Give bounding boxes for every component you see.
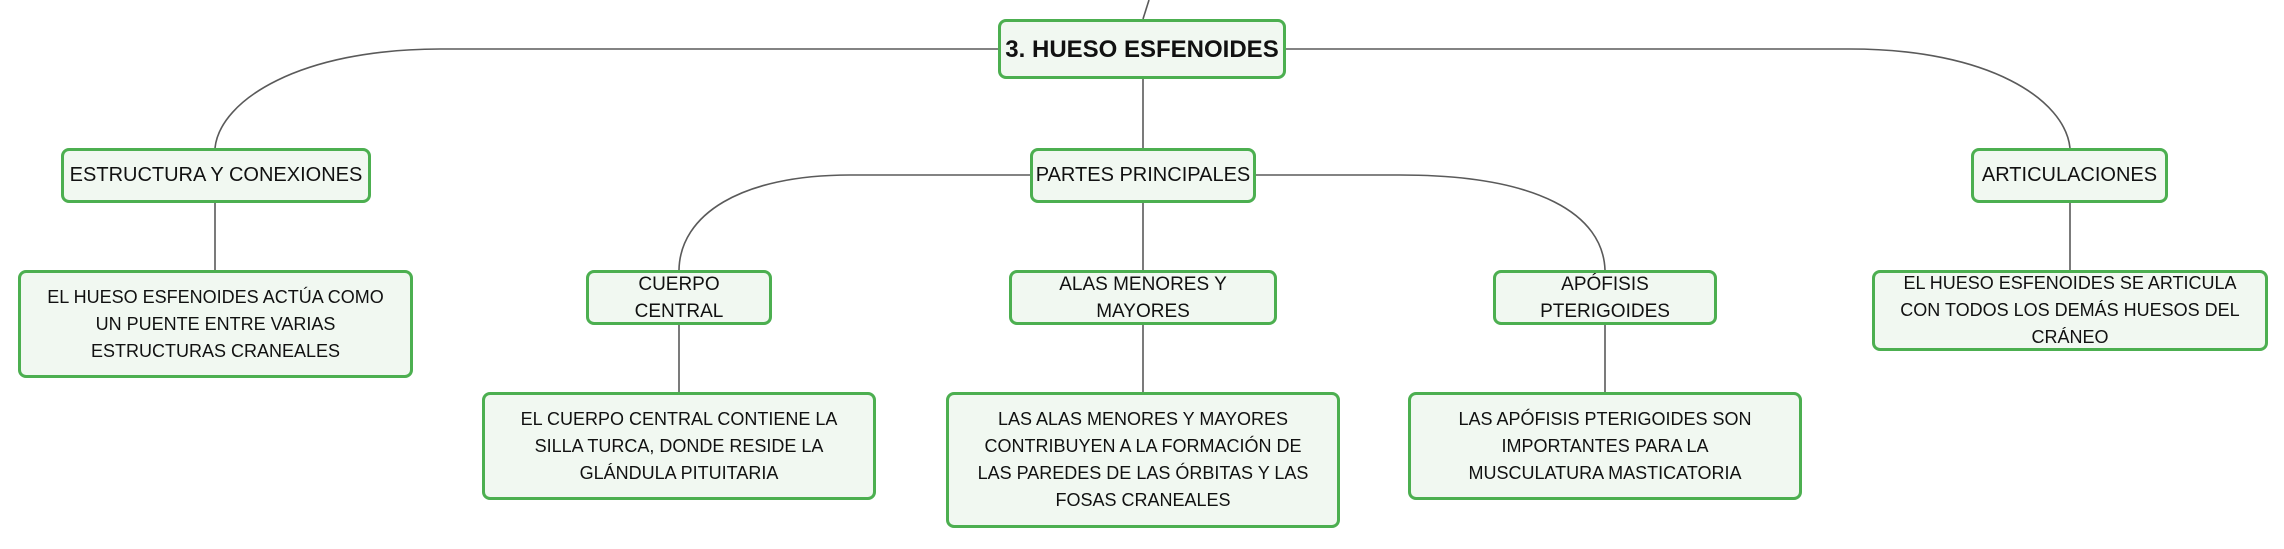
- description-articulations-text: EL HUESO ESFENOIDES SE ARTICULA CON TODO…: [1900, 273, 2240, 347]
- connector-parts-body: [678, 174, 1030, 271]
- topic-articulations-label: ARTICULACIONES: [1981, 164, 2158, 186]
- connector-root-articulations: [1286, 48, 2071, 149]
- subtopic-central-body[interactable]: CUERPO CENTRAL: [586, 270, 772, 325]
- topic-structure-label: ESTRUCTURA Y CONEXIONES: [69, 164, 363, 186]
- topic-parts-label: PARTES PRINCIPALES: [1035, 164, 1251, 186]
- subtopic-central-body-label: CUERPO CENTRAL: [634, 273, 724, 322]
- description-articulations[interactable]: EL HUESO ESFENOIDES SE ARTICULA CON TODO…: [1872, 270, 2268, 351]
- description-central-body[interactable]: EL CUERPO CENTRAL CONTIENE LA SILLA TURC…: [482, 392, 876, 500]
- subtopic-wings[interactable]: ALAS MENORES Y MAYORES: [1009, 270, 1277, 325]
- connector-root-structure: [214, 48, 998, 149]
- topic-parts[interactable]: PARTES PRINCIPALES: [1030, 148, 1256, 203]
- description-wings[interactable]: LAS ALAS MENORES Y MAYORES CONTRIBUYEN A…: [946, 392, 1340, 528]
- description-wings-text: LAS ALAS MENORES Y MAYORES CONTRIBUYEN A…: [977, 409, 1309, 510]
- incoming-connector: [1142, 0, 1150, 20]
- description-pterygoid-text: LAS APÓFISIS PTERIGOIDES SON IMPORTANTES…: [1458, 408, 1752, 483]
- root-topic-label: 3. HUESO ESFENOIDES: [1005, 35, 1279, 63]
- description-pterygoid[interactable]: LAS APÓFISIS PTERIGOIDES SON IMPORTANTES…: [1408, 392, 1802, 500]
- topic-structure[interactable]: ESTRUCTURA Y CONEXIONES: [61, 148, 371, 203]
- description-structure-text: EL HUESO ESFENOIDES ACTÚA COMO UN PUENTE…: [47, 286, 384, 361]
- subtopic-pterygoid[interactable]: APÓFISIS PTERIGOIDES: [1493, 270, 1717, 325]
- description-structure[interactable]: EL HUESO ESFENOIDES ACTÚA COMO UN PUENTE…: [18, 270, 413, 378]
- connector-parts-pterygoid: [1256, 174, 1606, 271]
- topic-articulations[interactable]: ARTICULACIONES: [1971, 148, 2168, 203]
- subtopic-wings-label: ALAS MENORES Y MAYORES: [1059, 273, 1227, 322]
- description-central-body-text: EL CUERPO CENTRAL CONTIENE LA SILLA TURC…: [520, 408, 838, 483]
- subtopic-pterygoid-label: APÓFISIS PTERIGOIDES: [1540, 273, 1670, 322]
- root-topic[interactable]: 3. HUESO ESFENOIDES: [998, 19, 1286, 79]
